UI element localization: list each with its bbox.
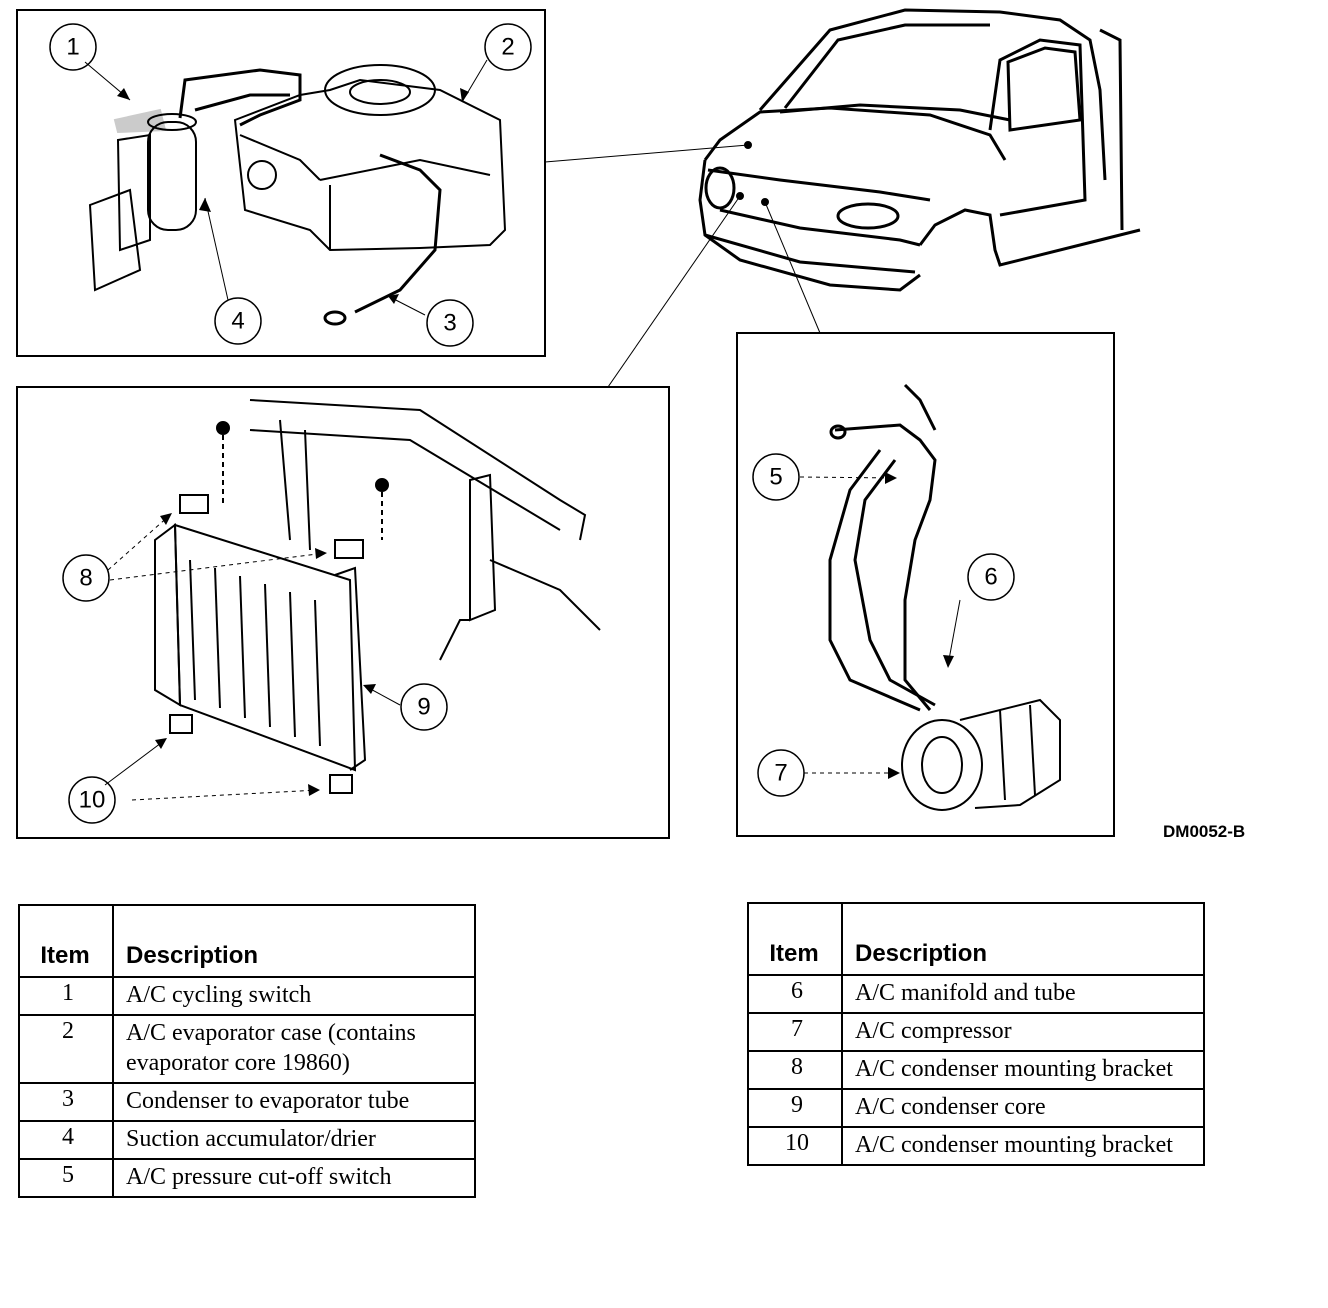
- evaporator-case-drawing: [233, 64, 507, 252]
- callout-9-label: 9: [417, 694, 430, 721]
- item-column-header: Item: [747, 902, 843, 976]
- callout-8-label: 8: [79, 565, 92, 592]
- table-row: 2 A/C evaporator case (contains evaporat…: [18, 1014, 476, 1084]
- item-number: 3: [18, 1082, 114, 1122]
- item-description: A/C pressure cut-off switch: [112, 1158, 476, 1198]
- compressor-drawing: [901, 698, 1061, 811]
- panel-leader-lines: [544, 144, 821, 388]
- item-number: 4: [18, 1120, 114, 1160]
- legend-table-left: Item Description 1 A/C cycling switch 2 …: [18, 904, 476, 1198]
- item-description: A/C manifold and tube: [841, 974, 1205, 1014]
- manifold-tube-drawing: [828, 383, 937, 712]
- item-number: 8: [747, 1050, 843, 1090]
- table-row: 4 Suction accumulator/drier: [18, 1120, 476, 1160]
- table-row: 8 A/C condenser mounting bracket: [747, 1050, 1205, 1090]
- callout-10-label: 10: [79, 787, 106, 814]
- callout-9: [400, 683, 448, 731]
- callout-4-label: 4: [231, 308, 244, 335]
- accumulator-drier-drawing: [88, 108, 197, 292]
- callout-4: [214, 297, 262, 345]
- item-number: 10: [747, 1126, 843, 1166]
- item-number: 7: [747, 1012, 843, 1052]
- table-row: 7 A/C compressor: [747, 1012, 1205, 1052]
- table-row: 5 A/C pressure cut-off switch: [18, 1158, 476, 1198]
- item-column-header: Item: [18, 904, 114, 978]
- table-row: 6 A/C manifold and tube: [747, 974, 1205, 1014]
- item-description: A/C condenser mounting bracket: [841, 1050, 1205, 1090]
- item-number: 1: [18, 976, 114, 1016]
- callout-1-label: 1: [66, 34, 79, 61]
- vehicle-location-dot: [736, 192, 744, 200]
- item-description: A/C evaporator case (contains evaporator…: [112, 1014, 476, 1084]
- callout-10: [68, 776, 116, 824]
- item-description: A/C condenser mounting bracket: [841, 1126, 1205, 1166]
- callout-7: [757, 749, 805, 797]
- legend-table-right: Item Description 6 A/C manifold and tube…: [747, 902, 1205, 1166]
- callout-leaders: [84, 59, 961, 801]
- item-description: A/C condenser core: [841, 1088, 1205, 1128]
- figure-code: DM0052-B: [1163, 822, 1246, 841]
- callout-arrowheads: [117, 88, 954, 796]
- item-description: A/C compressor: [841, 1012, 1205, 1052]
- item-number: 9: [747, 1088, 843, 1128]
- diagram-drawing: 1 2 3 4 5 6 7 8 9 10: [16, 8, 1141, 839]
- item-number: 5: [18, 1158, 114, 1198]
- callout-5-label: 5: [769, 464, 782, 491]
- legend-header-row: Item Description: [747, 902, 1205, 976]
- table-row: 3 Condenser to evaporator tube: [18, 1082, 476, 1122]
- callout-1: [49, 23, 97, 71]
- callout-7-label: 7: [774, 760, 787, 787]
- table-row: 9 A/C condenser core: [747, 1088, 1205, 1128]
- item-number: 2: [18, 1014, 114, 1084]
- vehicle-front-drawing: [698, 8, 1141, 292]
- description-column-header: Description: [112, 904, 476, 978]
- panel-compressor: [736, 332, 1115, 837]
- legend-header-row: Item Description: [18, 904, 476, 978]
- description-column-header: Description: [841, 902, 1205, 976]
- callout-5: [752, 453, 800, 501]
- table-row: 1 A/C cycling switch: [18, 976, 476, 1016]
- callout-2-label: 2: [501, 34, 514, 61]
- item-number: 6: [747, 974, 843, 1014]
- mounting-brackets-drawing: [169, 421, 389, 794]
- vehicle-location-dot: [761, 198, 769, 206]
- callout-8: [62, 554, 110, 602]
- vehicle-location-dot: [744, 141, 752, 149]
- item-description: A/C cycling switch: [112, 976, 476, 1016]
- callout-2: [484, 23, 532, 71]
- item-description: Condenser to evaporator tube: [112, 1082, 476, 1122]
- condenser-core-drawing: [154, 523, 367, 772]
- refrigerant-tubes-drawing: [178, 68, 442, 326]
- callout-6: [967, 553, 1015, 601]
- table-row: 10 A/C condenser mounting bracket: [747, 1126, 1205, 1166]
- callout-6-label: 6: [984, 564, 997, 591]
- panel-evaporator: [16, 9, 546, 357]
- panel-condenser: [16, 386, 670, 839]
- callout-3-label: 3: [443, 310, 456, 337]
- item-description: Suction accumulator/drier: [112, 1120, 476, 1160]
- callout-3: [426, 299, 474, 347]
- radiator-support-drawing: [249, 399, 601, 661]
